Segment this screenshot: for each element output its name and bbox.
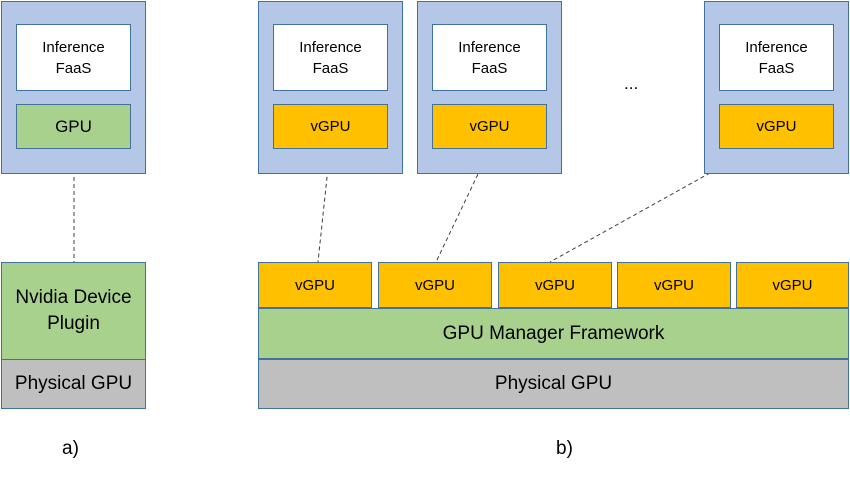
faas-line-2: FaaS xyxy=(312,59,349,77)
faas-line-1: Inference xyxy=(299,38,362,56)
gpu-manager-framework: GPU Manager Framework xyxy=(258,308,849,359)
caption-b: b) xyxy=(556,438,573,459)
vgpu-slot-5: vGPU xyxy=(736,262,849,308)
vgpu-slot-label: vGPU xyxy=(534,276,575,294)
physical-gpu-label: Physical GPU xyxy=(14,373,133,394)
vgpu-slot-2: vGPU xyxy=(378,262,492,308)
vgpu-slot-3: vGPU xyxy=(498,262,612,308)
gpu-label: GPU xyxy=(55,117,92,136)
faas-line-1: Inference xyxy=(458,38,521,56)
vgpu-slot-label: vGPU xyxy=(414,276,455,294)
vgpu-slot-label: vGPU xyxy=(772,276,813,294)
faas-line-1: Inference xyxy=(745,38,808,56)
panel-a-inference-faas: Inference FaaS xyxy=(16,24,131,91)
panel-b-pod-1-faas: Inference FaaS xyxy=(273,24,388,91)
faas-line-1: Inference xyxy=(42,38,105,56)
faas-line-2: FaaS xyxy=(55,59,92,77)
vgpu-label: vGPU xyxy=(469,118,510,135)
panel-a-physical-gpu: Physical GPU xyxy=(1,359,146,409)
panel-b-pod-2-vgpu: vGPU xyxy=(432,104,547,149)
vgpu-slot-label: vGPU xyxy=(294,276,335,294)
vgpu-label: vGPU xyxy=(310,118,351,135)
vgpu-label: vGPU xyxy=(756,118,797,135)
vgpu-slot-label: vGPU xyxy=(653,276,694,294)
ellipsis: ... xyxy=(624,74,639,93)
panel-b-pod-2-faas: Inference FaaS xyxy=(432,24,547,91)
plugin-line-2: Plugin xyxy=(47,313,100,334)
panel-b-pod-3-faas: Inference FaaS xyxy=(719,24,834,91)
faas-line-2: FaaS xyxy=(758,59,795,77)
nvidia-device-plugin: Nvidia Device Plugin xyxy=(1,262,146,360)
panel-b-pod-1-vgpu: vGPU xyxy=(273,104,388,149)
physical-gpu-label: Physical GPU xyxy=(494,373,613,394)
panel-b-pod-3-vgpu: vGPU xyxy=(719,104,834,149)
vgpu-slot-4: vGPU xyxy=(617,262,731,308)
plugin-line-1: Nvidia Device xyxy=(15,287,132,308)
panel-a-gpu: GPU xyxy=(16,104,131,149)
vgpu-slot-1: vGPU xyxy=(258,262,372,308)
framework-label: GPU Manager Framework xyxy=(442,322,665,344)
faas-line-2: FaaS xyxy=(471,59,508,77)
caption-a: a) xyxy=(62,438,79,459)
connector-b-1 xyxy=(317,148,331,263)
panel-b-physical-gpu: Physical GPU xyxy=(258,359,849,409)
